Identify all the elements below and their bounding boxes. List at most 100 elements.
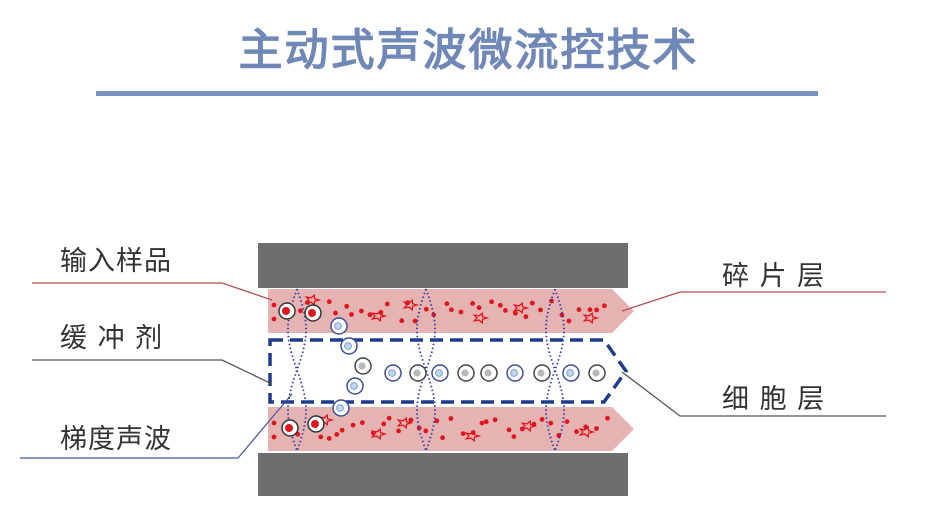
red-particle <box>449 307 454 313</box>
cell-particles <box>278 302 606 437</box>
acoustic-wave <box>545 288 565 452</box>
target-cell-nucleus <box>334 322 342 330</box>
red-particle <box>594 307 599 313</box>
red-particle <box>574 429 579 435</box>
red-particle <box>271 316 277 322</box>
red-particle <box>605 415 610 421</box>
debris-fragment <box>396 416 414 430</box>
red-particle <box>529 300 535 306</box>
target-cell-nucleus <box>344 342 352 350</box>
red-particle <box>440 435 445 441</box>
red-particle <box>444 301 450 307</box>
red-particle <box>298 308 303 314</box>
red-particle <box>334 432 340 437</box>
page-title: 主动式声波微流控技术 <box>238 25 699 76</box>
gray-cell-nucleus <box>413 369 421 377</box>
red-particle <box>479 420 485 426</box>
red-particle <box>448 416 454 421</box>
debris-fragment <box>370 427 388 441</box>
target-cell-nucleus <box>435 369 443 377</box>
target-cell-nucleus <box>350 382 358 390</box>
red-particle <box>594 426 599 431</box>
red-particle <box>384 301 390 307</box>
red-particle <box>396 428 401 434</box>
debris-fragment <box>520 419 538 433</box>
red-particle <box>548 420 554 426</box>
leader-acoustic-gradient <box>20 393 293 459</box>
label-cell-layer: 细 胞 层 <box>722 384 826 415</box>
label-fragment-layer: 碎 片 层 <box>722 261 826 292</box>
red-particle <box>489 299 494 305</box>
red-particle <box>359 308 364 314</box>
top-wall <box>258 243 628 288</box>
red-particle <box>386 415 392 421</box>
red-particle <box>423 428 429 434</box>
gray-cell-nucleus <box>484 369 492 377</box>
red-particle <box>470 301 475 306</box>
red-particle <box>408 417 414 423</box>
gray-cell-nucleus <box>358 362 366 370</box>
target-cell-nucleus <box>566 369 574 377</box>
red-particle <box>434 418 440 424</box>
red-particle <box>271 302 277 308</box>
fragment-cell-nucleus <box>285 424 293 432</box>
red-particle <box>460 431 466 436</box>
red-particle <box>344 303 350 309</box>
red-particle <box>538 307 543 313</box>
gray-cell-nucleus <box>537 369 545 377</box>
fragment-cell-nucleus <box>311 420 319 428</box>
red-particle <box>587 307 593 313</box>
red-particle <box>503 308 508 313</box>
acoustic-wave <box>416 288 436 452</box>
debris-fragment <box>370 309 388 323</box>
debris-fragment <box>304 293 322 307</box>
acoustic-wave <box>416 288 436 452</box>
red-particle <box>431 312 437 318</box>
red-particle <box>326 436 332 441</box>
debris-fragment <box>512 301 530 315</box>
acoustic-wave <box>545 288 565 452</box>
red-particle <box>399 318 405 324</box>
red-particle <box>360 420 365 426</box>
red-particle <box>566 318 572 324</box>
leader-buffer <box>32 359 273 385</box>
red-particle <box>333 310 338 316</box>
label-input-sample: 输入样品 <box>60 246 172 277</box>
gray-cell-nucleus <box>461 369 469 377</box>
fragment-cell-nucleus <box>282 307 290 315</box>
red-particle <box>492 417 498 423</box>
leader-input-sample <box>32 282 273 301</box>
debris-fragment <box>578 425 596 439</box>
fragment-cell-nucleus <box>308 309 316 317</box>
red-particle <box>326 299 332 305</box>
red-particle <box>506 427 512 433</box>
red-particle <box>339 427 345 433</box>
red-particle <box>576 307 582 312</box>
red-particle <box>602 303 607 309</box>
gray-cell-nucleus <box>592 369 600 377</box>
red-particle <box>523 314 529 320</box>
red-particle <box>271 420 277 426</box>
red-particle <box>349 312 354 317</box>
red-particle <box>381 421 387 427</box>
label-buffer: 缓 冲 剂 <box>60 323 164 354</box>
red-particle <box>271 434 277 440</box>
target-cell-nucleus <box>388 369 396 377</box>
red-particle <box>539 417 545 422</box>
red-particle <box>564 419 570 424</box>
red-particle <box>367 312 373 318</box>
debris-fragment <box>402 298 420 312</box>
leader-cell-layer <box>621 371 886 417</box>
red-particle <box>476 305 482 311</box>
red-particle <box>350 422 356 428</box>
red-particle <box>511 434 517 439</box>
leader-fragment-layer <box>621 291 886 312</box>
title-divider <box>96 91 818 96</box>
red-particle <box>483 419 489 425</box>
red-particle <box>412 318 418 324</box>
debris-fragment <box>464 429 482 443</box>
red-particle <box>458 309 464 315</box>
target-cell-nucleus <box>336 404 344 412</box>
red-particle <box>497 302 503 308</box>
